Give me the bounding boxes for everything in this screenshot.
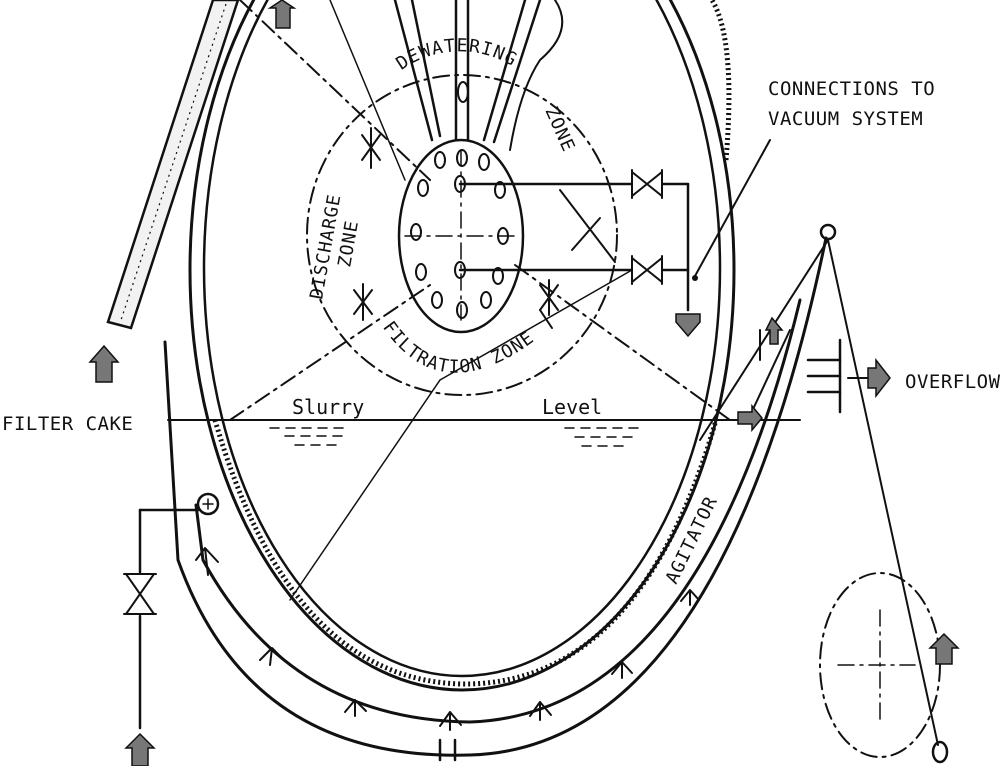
- filter-cake-label: FILTER CAKE: [2, 413, 133, 435]
- arrow-icon-level: [737, 403, 763, 433]
- connections-leader: [694, 139, 771, 277]
- connections-label-line2: VACUUM SYSTEM: [768, 108, 923, 130]
- vacuum-valve-lower: [631, 255, 663, 285]
- arrow-icon-drain: [124, 732, 156, 766]
- connections-label-line1: CONNECTIONS TO: [768, 78, 935, 100]
- overflow-label: OVERFLOW: [905, 371, 1000, 393]
- arrow-icon-slurry: [764, 316, 784, 345]
- arrow-icon-overflow: [867, 357, 891, 399]
- agitator-drive: [819, 572, 949, 764]
- dewatering-zone-word: ZONE: [540, 103, 578, 155]
- arrow-icon-top-left: [267, 0, 297, 29]
- slurry-label: Slurry: [292, 395, 364, 419]
- slurry-level: [167, 269, 801, 601]
- arrow-icon-drive: [928, 632, 960, 665]
- drain-valve: [123, 573, 157, 615]
- agitator-blades: [195, 547, 700, 731]
- scraper-blade: [106, 0, 240, 330]
- vacuum-piping: [458, 182, 690, 312]
- drum-supports: [329, 0, 564, 181]
- flow-arrows: [88, 0, 960, 766]
- arrow-icon-vacuum: [675, 313, 701, 338]
- filter-cake-layer: [212, 419, 719, 687]
- tank: [163, 223, 939, 762]
- filter-cake-layer-right: [709, 0, 732, 161]
- overflow-weir: [747, 329, 871, 421]
- rotating-drum: [188, 0, 736, 692]
- zone-markers: [353, 127, 559, 329]
- filtration-label: FILTRATION ZONE: [378, 317, 537, 377]
- zone-division-lines: [229, 0, 731, 421]
- connections-leader-dot: [692, 275, 698, 281]
- zone-circle: [306, 74, 618, 396]
- filtration-zone-label: FILTRATION ZONE: [378, 317, 538, 377]
- valve-ports: [410, 81, 509, 319]
- arrow-icon-filter-cake: [88, 344, 120, 383]
- vacuum-valve-upper: [631, 169, 663, 199]
- level-label: Level: [542, 395, 602, 419]
- drain-piping: [138, 492, 220, 730]
